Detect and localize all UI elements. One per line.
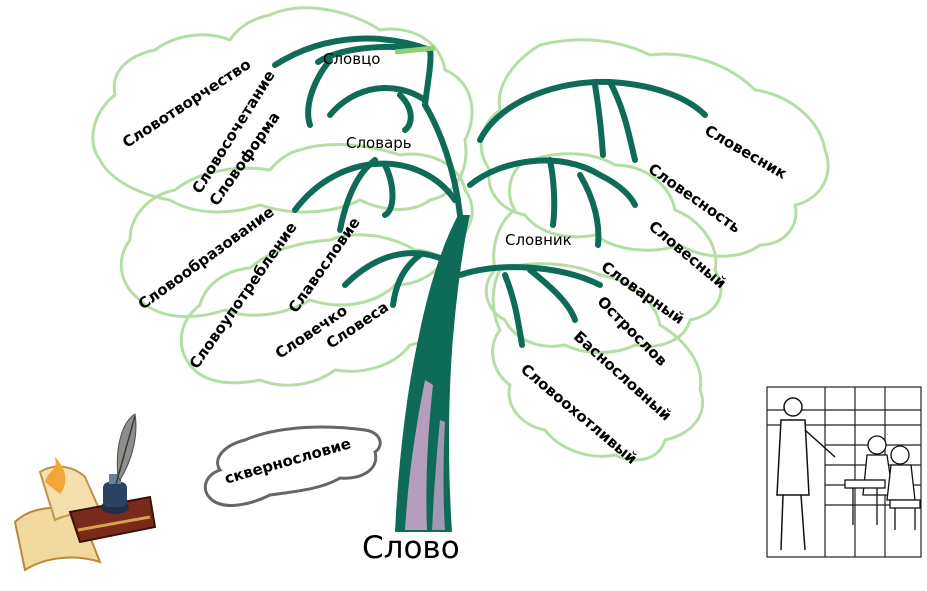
top-sprout bbox=[394, 45, 436, 55]
tree-branches bbox=[272, 35, 708, 348]
branch-top bbox=[422, 47, 434, 108]
children-figures bbox=[844, 435, 921, 530]
classroom-teacher-children-illustration bbox=[766, 386, 922, 558]
branch-slovnik bbox=[547, 157, 558, 228]
quill-scroll-book-icon bbox=[13, 413, 157, 572]
classroom-sketch bbox=[766, 386, 922, 558]
root-word: Слово bbox=[362, 530, 460, 566]
word-slovnik: Словник bbox=[505, 231, 572, 249]
quill-icon bbox=[115, 413, 137, 485]
branch-slavoslovie bbox=[382, 162, 396, 218]
cloud-middle-left bbox=[119, 143, 474, 319]
branch-slovesnost bbox=[607, 79, 638, 163]
word-slovtso: Словцо bbox=[323, 50, 381, 68]
branch-mid-right bbox=[467, 157, 638, 208]
trunk-highlight-2 bbox=[432, 420, 445, 530]
word-slovar: Словарь bbox=[346, 134, 412, 152]
bad-word-cloud bbox=[203, 425, 382, 507]
branch-slovesa bbox=[390, 252, 423, 308]
branch-low-left bbox=[342, 250, 448, 288]
branch-slovar bbox=[397, 92, 414, 133]
ink-bottle-icon bbox=[101, 474, 129, 514]
branch-main-left bbox=[422, 102, 463, 218]
branch-top-slovtso bbox=[315, 43, 413, 65]
cloud-middle-right bbox=[484, 152, 723, 354]
branch-basnoslovny bbox=[527, 267, 578, 323]
branch-slovosochetanie bbox=[305, 57, 333, 128]
trunk-body bbox=[395, 215, 470, 532]
branch-top-left bbox=[272, 35, 433, 68]
branch-slovoupotreblenie bbox=[337, 157, 378, 233]
cloud-lower-right bbox=[491, 262, 704, 462]
branch-slovesnik-drop bbox=[592, 82, 606, 158]
branch-main-right bbox=[477, 78, 708, 143]
branch-slovoforma bbox=[327, 85, 428, 118]
fire-icon bbox=[45, 457, 66, 494]
branch-mid-left bbox=[292, 160, 458, 213]
trunk-highlight bbox=[405, 380, 433, 530]
cloud-top-right bbox=[479, 38, 830, 258]
cloud-top-left bbox=[91, 6, 474, 214]
teacher-figure bbox=[776, 397, 836, 551]
branch-slovookhotlivy bbox=[502, 272, 525, 348]
branch-slovarny bbox=[577, 172, 602, 248]
tree-trunk bbox=[395, 215, 470, 532]
